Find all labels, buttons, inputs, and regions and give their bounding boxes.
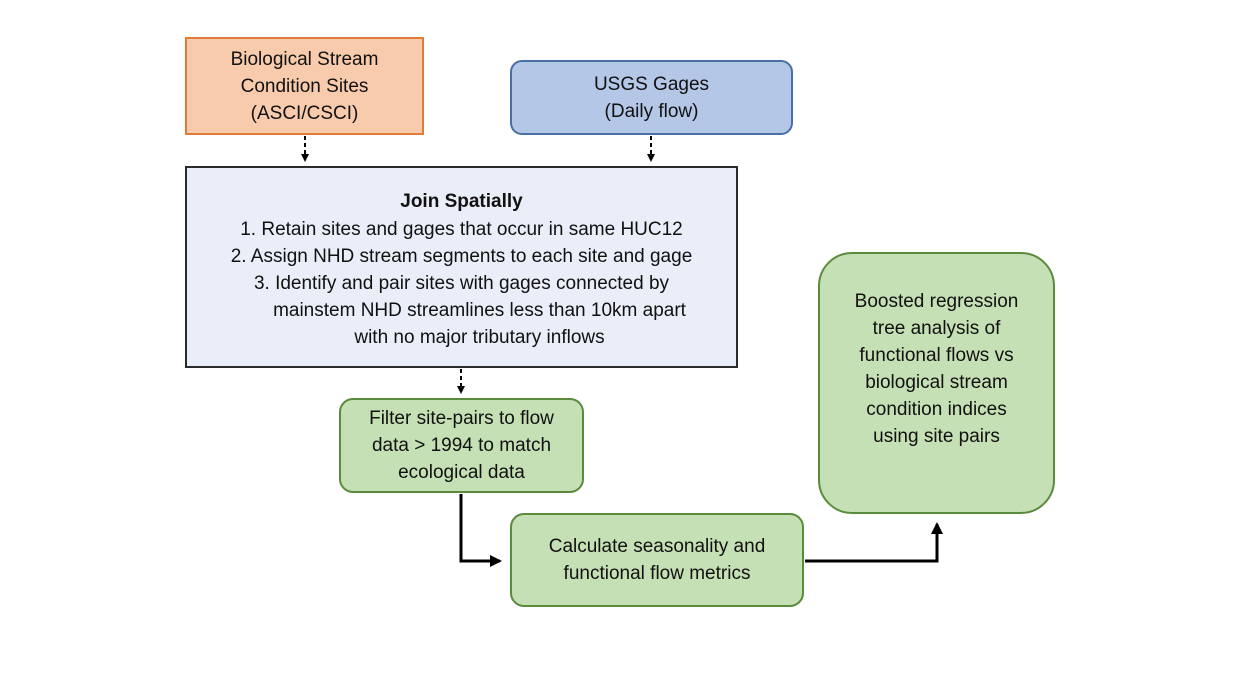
bio-sites-line-3: (ASCI/CSCI) — [250, 102, 359, 124]
filter-line-3: ecological data — [398, 462, 525, 483]
join-spatially-node: Join Spatially 1. Retain sites and gages… — [185, 166, 738, 368]
calculate-line-2: functional flow metrics — [563, 563, 751, 584]
brt-line-4: biological stream — [865, 372, 1008, 393]
brt-line-5: condition indices — [866, 399, 1007, 420]
join-step-1: 1. Retain sites and gages that occur in … — [240, 219, 683, 240]
usgs-line-1: USGS Gages — [593, 73, 710, 95]
brt-line-3: functional flows vs — [859, 345, 1014, 366]
join-step-2: 2. Assign NHD stream segments to each si… — [230, 246, 693, 267]
usgs-line-2: (Daily flow) — [604, 100, 699, 122]
biological-sites-node: Biological Stream Condition Sites (ASCI/… — [185, 37, 424, 135]
join-title: Join Spatially — [400, 191, 523, 212]
brt-analysis-node: Boosted regression tree analysis of func… — [818, 252, 1055, 514]
bio-sites-line-1: Biological Stream — [230, 48, 379, 70]
filter-node: Filter site-pairs to flow data > 1994 to… — [339, 398, 584, 493]
arrow-calculate-to-brt — [805, 522, 943, 563]
join-step-3-cont-2: with no major tributary inflows — [354, 327, 605, 348]
bio-sites-line-2: Condition Sites — [240, 75, 369, 97]
calculate-line-1: Calculate seasonality and — [548, 536, 766, 557]
calculate-metrics-node: Calculate seasonality and functional flo… — [510, 513, 804, 607]
filter-line-1: Filter site-pairs to flow — [369, 408, 554, 429]
brt-line-6: using site pairs — [873, 426, 1000, 447]
usgs-gages-node: USGS Gages (Daily flow) — [510, 60, 793, 135]
filter-line-2: data > 1994 to match — [371, 435, 552, 456]
brt-line-1: Boosted regression — [854, 291, 1019, 312]
brt-line-2: tree analysis of — [872, 318, 1001, 339]
join-step-3-cont-1: mainstem NHD streamlines less than 10km … — [273, 300, 686, 321]
arrow-filter-to-calculate — [459, 494, 502, 567]
join-step-3: 3. Identify and pair sites with gages co… — [253, 273, 670, 294]
